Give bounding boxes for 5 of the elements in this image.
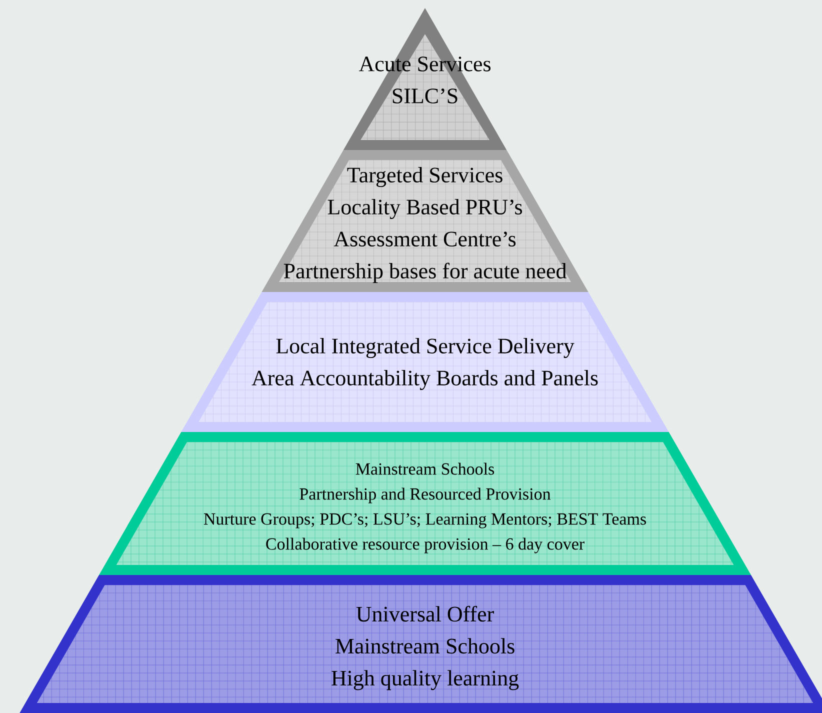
pyramid-layer: Acute Services SILC’S: [343, 8, 507, 150]
pyramid-layer: Targeted Services Locality Based PRU’s Assessment Centre’s Partnership bases for acute need: [262, 150, 588, 292]
pyramid-layer: Universal Offer Mainstream Schools High quality learning: [20, 575, 822, 713]
pyramid-layer: Mainstream Schools Partnership and Resourced Provision Nurture Groups; PDC’s; LSU’s; Learning Mentors; BEST Teams Collaborative resource provision – 6 day cover: [99, 432, 751, 575]
pyramid-layer: Local Integrated Service Delivery Area Accountability Boards and Panels: [181, 292, 669, 432]
